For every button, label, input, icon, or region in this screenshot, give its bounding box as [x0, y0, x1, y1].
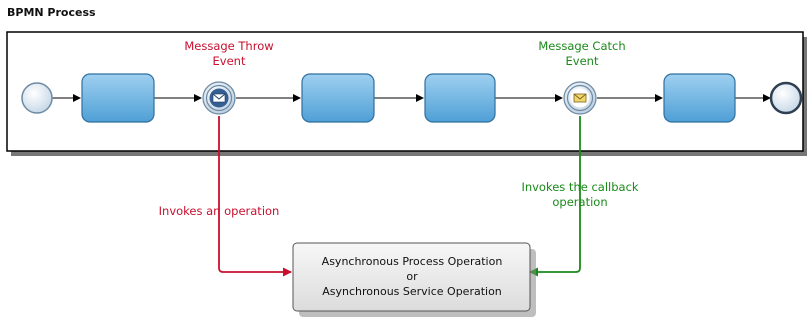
- callback-message-flow: [529, 116, 581, 277]
- task-3[interactable]: [424, 73, 496, 123]
- task-4[interactable]: [663, 73, 736, 123]
- envelope-outline-icon: [570, 88, 590, 108]
- envelope-filled-icon: [209, 88, 229, 108]
- message-catch-event[interactable]: [563, 81, 597, 115]
- callback-label-line1: Invokes the callback: [521, 180, 638, 194]
- task-2[interactable]: [301, 73, 375, 123]
- catch-event-label-line1: Message Catch: [538, 39, 625, 53]
- catch-event-label-line2: Event: [566, 54, 599, 68]
- invokes-operation-label: Invokes an operation: [159, 204, 280, 218]
- callback-label-line2: operation: [552, 195, 607, 209]
- throw-event-label-line2: Event: [213, 54, 246, 68]
- task-1[interactable]: [81, 73, 155, 123]
- end-event[interactable]: [769, 81, 803, 115]
- start-event[interactable]: [21, 82, 53, 114]
- diagram-title: BPMN Process: [7, 6, 96, 19]
- async-operation-box[interactable]: [292, 242, 531, 312]
- throw-event-label-line1: Message Throw: [184, 39, 273, 53]
- operation-box-line2: or: [406, 270, 418, 283]
- invoke-message-flow: [218, 116, 292, 277]
- operation-box-line1: Asynchronous Process Operation: [322, 255, 503, 268]
- operation-box-line3: Asynchronous Service Operation: [322, 285, 502, 298]
- message-throw-event[interactable]: [202, 81, 236, 115]
